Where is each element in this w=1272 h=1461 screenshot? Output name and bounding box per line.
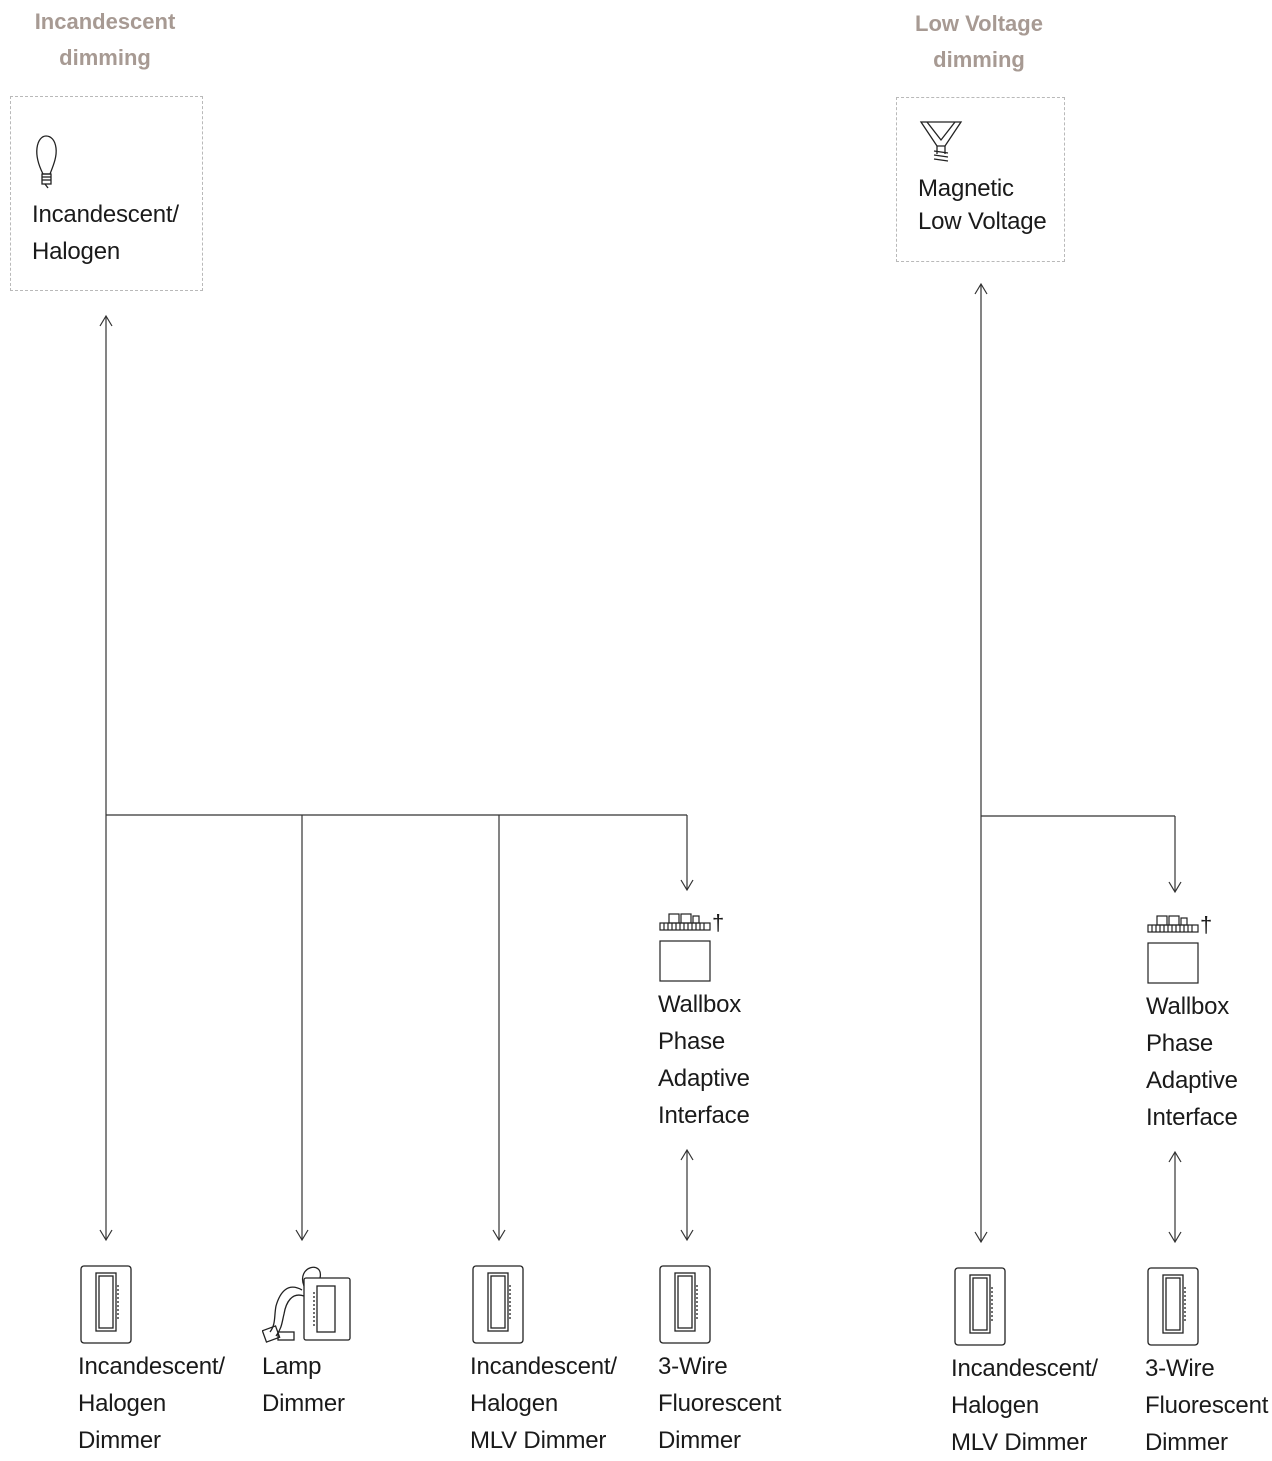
title-line: Incandescent bbox=[34, 9, 176, 34]
label-line: Phase bbox=[1146, 1030, 1214, 1057]
label-line: 3-Wire bbox=[1145, 1355, 1215, 1382]
label-line: Low Voltage bbox=[918, 208, 1047, 235]
mr16-lamp-icon bbox=[919, 121, 963, 162]
label-line: MLV Dimmer bbox=[470, 1427, 607, 1454]
incandescent-source-label: Incandescent/ Halogen bbox=[32, 196, 179, 270]
label-line: 3-Wire bbox=[658, 1353, 728, 1380]
label-line: Halogen bbox=[951, 1392, 1040, 1419]
label-line: Halogen bbox=[470, 1390, 559, 1417]
control-label: 3-Wire Fluorescent Dimmer bbox=[1145, 1350, 1268, 1461]
label-line: Wallbox bbox=[658, 991, 742, 1018]
wall-dimmer-icon bbox=[80, 1265, 132, 1344]
control-label: Lamp Dimmer bbox=[262, 1348, 345, 1422]
label-line: Adaptive bbox=[658, 1065, 750, 1092]
interface-label: Wallbox Phase Adaptive Interface bbox=[1146, 988, 1238, 1136]
interface-module-icon bbox=[1147, 915, 1199, 984]
plug-in-lamp-dimmer-icon bbox=[262, 1266, 351, 1343]
label-line: Dimmer bbox=[1145, 1429, 1228, 1456]
label-line: Incandescent/ bbox=[470, 1353, 617, 1380]
interface-module-icon bbox=[659, 913, 711, 982]
label-line: Adaptive bbox=[1146, 1067, 1238, 1094]
incandescent-bulb-icon bbox=[36, 135, 57, 189]
label-line: MLV Dimmer bbox=[951, 1429, 1088, 1456]
label-line: Incandescent/ bbox=[78, 1353, 225, 1380]
label-line: Dimmer bbox=[658, 1427, 741, 1454]
control-label: Incandescent/ Halogen Dimmer bbox=[78, 1348, 225, 1459]
footnote-dagger: † bbox=[1200, 912, 1213, 937]
label-line: Interface bbox=[658, 1102, 750, 1129]
incandescent-source-box bbox=[10, 96, 203, 291]
incandescent-section-title: Incandescent dimming bbox=[2, 4, 208, 76]
label-line: Magnetic bbox=[918, 175, 1014, 202]
low-voltage-source-box bbox=[896, 97, 1065, 262]
label-line: Fluorescent bbox=[1145, 1392, 1269, 1419]
label-line: Lamp bbox=[262, 1353, 322, 1380]
control-label: 3-Wire Fluorescent Dimmer bbox=[658, 1348, 781, 1459]
footnote-dagger: † bbox=[712, 910, 725, 935]
wall-dimmer-icon bbox=[954, 1267, 1006, 1346]
title-line: dimming bbox=[933, 47, 1025, 72]
label-line: Fluorescent bbox=[658, 1390, 782, 1417]
wall-dimmer-icon bbox=[1147, 1267, 1199, 1346]
label-line: Dimmer bbox=[78, 1427, 161, 1454]
wall-dimmer-icon bbox=[472, 1265, 524, 1344]
label-line: Phase bbox=[658, 1028, 726, 1055]
label-line: Wallbox bbox=[1146, 993, 1230, 1020]
wall-dimmer-icon bbox=[659, 1265, 711, 1344]
label-line: Halogen bbox=[78, 1390, 167, 1417]
interface-label: Wallbox Phase Adaptive Interface bbox=[658, 986, 750, 1134]
label-line: Incandescent/ bbox=[951, 1355, 1098, 1382]
label-line: Interface bbox=[1146, 1104, 1238, 1131]
control-label: Incandescent/ Halogen MLV Dimmer bbox=[951, 1350, 1098, 1461]
label-line: Dimmer bbox=[262, 1390, 345, 1417]
title-line: Low Voltage bbox=[915, 11, 1043, 36]
label-line: Halogen bbox=[32, 238, 121, 265]
title-line: dimming bbox=[59, 45, 151, 70]
label-line: Incandescent/ bbox=[32, 201, 179, 228]
control-label: Incandescent/ Halogen MLV Dimmer bbox=[470, 1348, 617, 1459]
low-voltage-source-label: Magnetic Low Voltage bbox=[918, 172, 1047, 238]
low-voltage-section-title: Low Voltage dimming bbox=[876, 6, 1082, 78]
